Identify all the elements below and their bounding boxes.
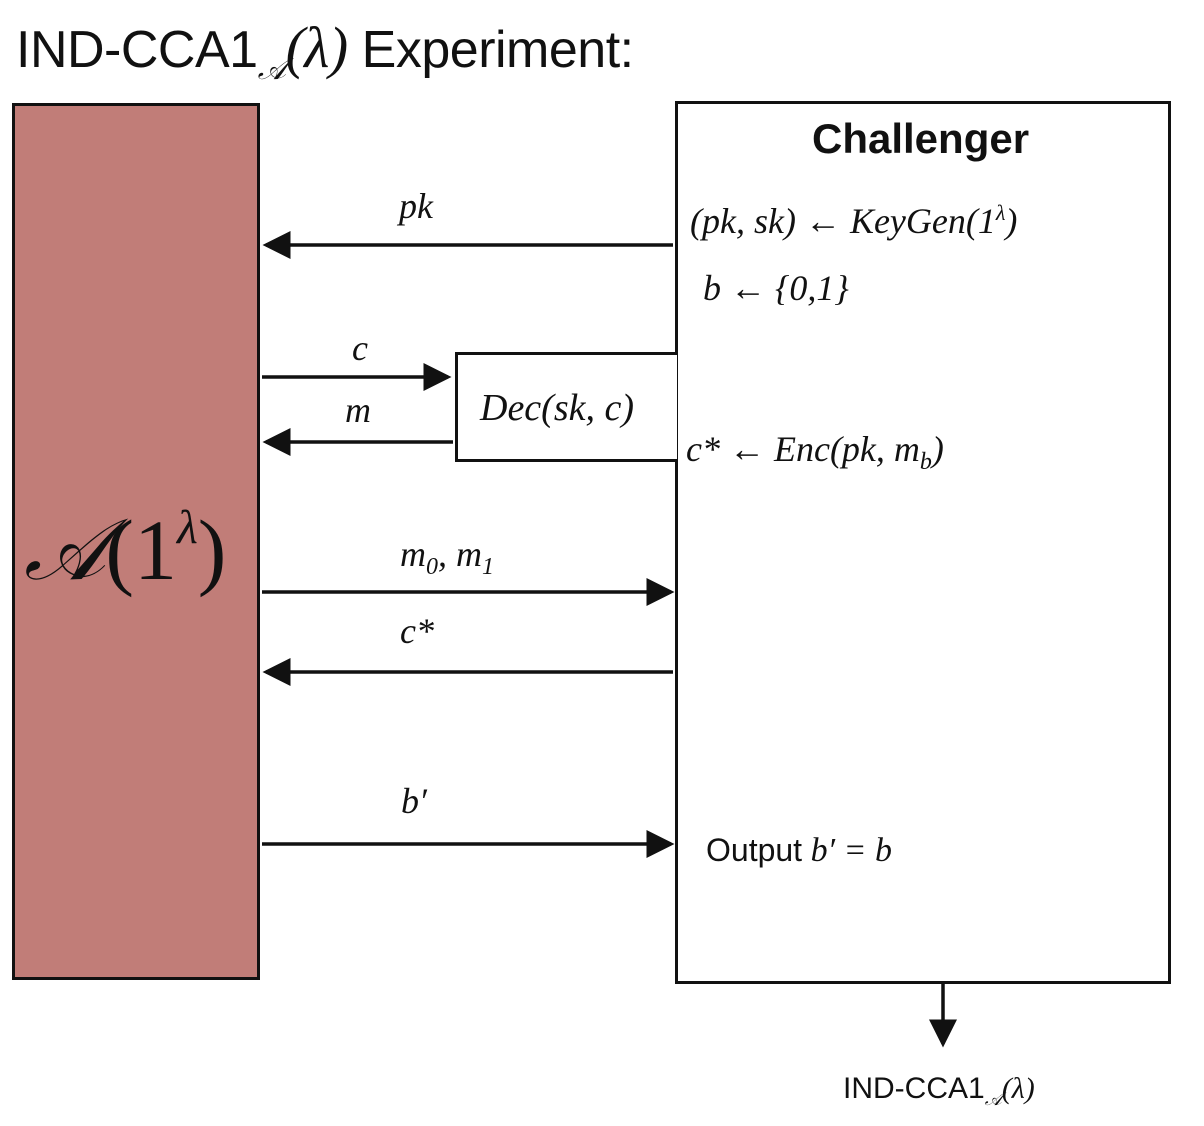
title-argument: (λ) [285,15,348,80]
decryption-oracle-label: Dec(sk, c) [480,387,635,429]
result-argument: (λ) [1001,1072,1035,1105]
message-b-prime: b′ [401,781,427,821]
title-prefix: IND-CCA1 [16,21,258,79]
adversary-argument: (1 [105,502,177,598]
message-m0-subscript: 0 [426,554,438,580]
adversary-label: 𝒜(1λ) [24,500,226,602]
message-m1-subscript: 1 [482,554,494,580]
message-m1: , m [438,534,482,574]
message-m0-m1: m0, m1 [400,533,494,581]
challenger-box [675,101,1171,984]
keygen-close: ) [1005,201,1018,241]
message-c: c [352,328,368,368]
title-suffix: Experiment: [347,21,634,79]
adversary-superscript: λ [177,501,198,555]
result-subscript: 𝒜 [984,1089,1002,1110]
encrypt-text: c* ← Enc(pk, m [686,429,920,469]
output-expression: b′ = b [802,832,892,869]
keygen-step: (pk, sk) ← KeyGen(1λ) [690,200,1017,242]
encrypt-step: c* ← Enc(pk, mb) [686,428,944,476]
message-m: m [345,390,371,430]
experiment-result: IND-CCA1𝒜(λ) [843,1072,1035,1110]
adversary-box [12,103,260,980]
bit-choice-step: b ← {0,1} [703,268,849,308]
encrypt-subscript: b [919,449,932,475]
keygen-superscript: λ [995,200,1006,225]
encrypt-close: ) [931,429,944,469]
message-m0: m [400,534,426,574]
adversary-symbol: 𝒜 [24,500,106,600]
decryption-oracle-box [455,352,677,462]
adversary-close: ) [197,502,227,598]
title-subscript: 𝒜 [257,52,286,87]
result-prefix: IND-CCA1 [843,1072,985,1105]
keygen-text: (pk, sk) ← KeyGen(1 [690,201,996,241]
output-text: Output [706,832,803,868]
message-pk: pk [399,186,433,226]
challenger-title: Challenger [812,115,1030,162]
message-c-star: c* [400,611,434,651]
page-title: IND-CCA1𝒜(λ) Experiment: [16,14,634,87]
output-step: Output b′ = b [706,832,892,870]
